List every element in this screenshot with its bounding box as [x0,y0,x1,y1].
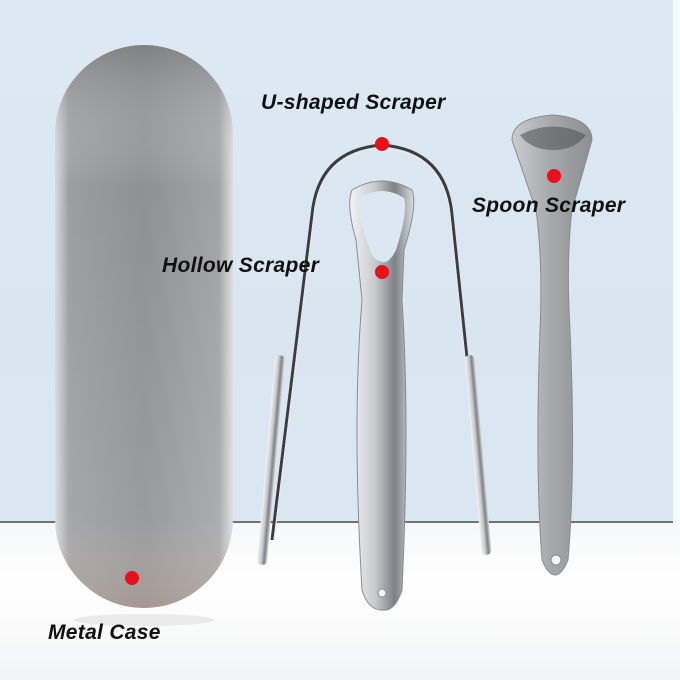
right-edge-strip [673,0,680,522]
metal-case [55,45,233,626]
label-metal-case: Metal Case [48,621,161,644]
marker-hollow [375,265,389,279]
horizon-line [0,521,673,523]
hollow-scraper [349,180,415,611]
label-u-shaped-scraper: U-shaped Scraper [261,91,446,114]
label-spoon-scraper: Spoon Scraper [472,194,626,217]
marker-spoon [547,169,561,183]
marker-u-shaped [375,137,389,151]
spoon-scraper [511,114,593,576]
marker-case [125,571,139,585]
label-hollow-scraper: Hollow Scraper [162,254,320,277]
